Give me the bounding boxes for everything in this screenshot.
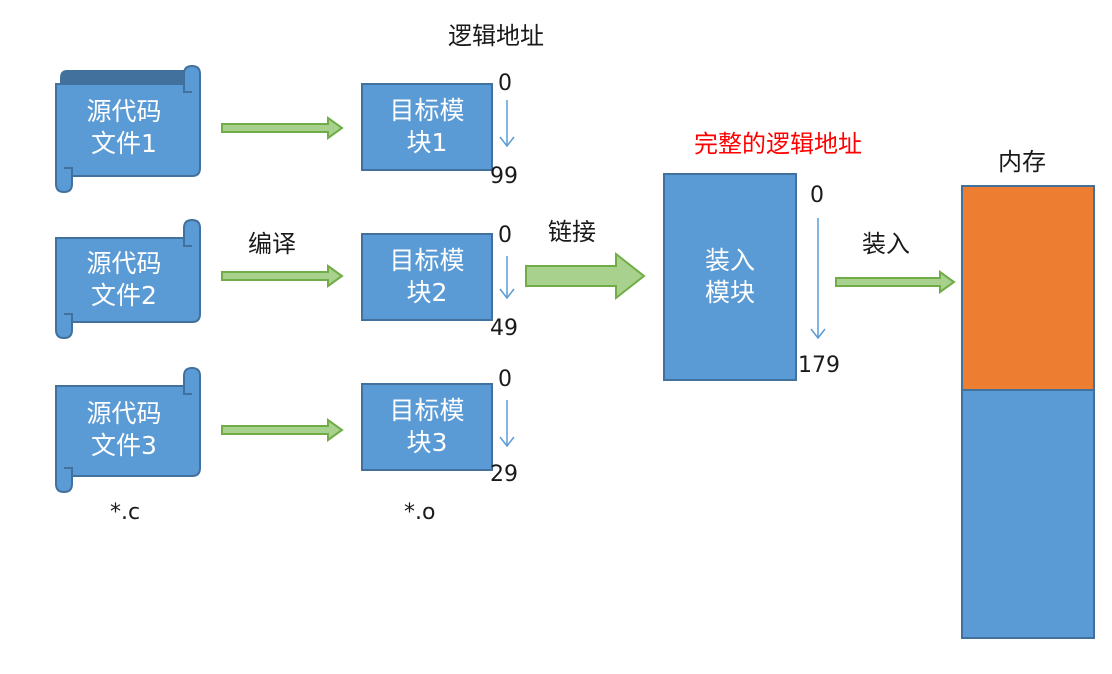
link-label: 链接 — [548, 218, 596, 246]
compile-arrow-2 — [221, 264, 344, 288]
object-module-3-line1: 目标模 — [389, 396, 465, 425]
source-file-1-label: 源代码 文件1 — [64, 86, 184, 170]
load-arrow — [835, 270, 956, 294]
source-file-2-scroll — [55, 218, 201, 340]
address-arrow-1 — [499, 100, 515, 148]
object-module-1-line1: 目标模 — [389, 96, 465, 125]
full-logical-address-title: 完整的逻辑地址 — [694, 130, 862, 158]
memory-title: 内存 — [998, 148, 1046, 176]
source-file-3-line2: 文件3 — [91, 431, 157, 460]
source-file-1-line2: 文件1 — [91, 129, 157, 158]
object-module-1-start: 0 — [498, 71, 512, 96]
object-module-2-line1: 目标模 — [389, 246, 465, 275]
object-module-1-label: 目标模 块1 — [362, 84, 492, 170]
object-module-3-start: 0 — [498, 367, 512, 392]
object-module-1-line2: 块1 — [406, 128, 448, 157]
object-module-2-end: 49 — [490, 316, 518, 341]
source-file-1-scroll — [55, 64, 201, 194]
object-module-2-start: 0 — [498, 223, 512, 248]
source-file-2-line1: 源代码 — [86, 249, 162, 278]
load-module-box — [663, 173, 797, 381]
object-module-3-box — [361, 383, 493, 471]
compile-arrow-3 — [221, 418, 344, 442]
source-file-2-line2: 文件2 — [91, 281, 157, 310]
object-module-1-end: 99 — [490, 164, 518, 189]
object-module-2-box — [361, 233, 493, 321]
memory-used-region — [961, 185, 1095, 391]
object-module-2-label: 目标模 块2 — [362, 234, 492, 320]
load-module-line2: 模块 — [704, 278, 755, 307]
object-module-2-line2: 块2 — [406, 278, 448, 307]
memory-free-region — [961, 389, 1095, 639]
logical-address-title: 逻辑地址 — [448, 22, 544, 50]
source-file-3-line1: 源代码 — [86, 399, 162, 428]
load-module-line1: 装入 — [704, 246, 755, 275]
compile-label: 编译 — [248, 230, 296, 258]
object-module-3-end: 29 — [490, 462, 518, 487]
object-extension-label: *.o — [404, 500, 436, 525]
load-module-label: 装入 模块 — [664, 174, 796, 380]
source-file-3-scroll — [55, 366, 201, 494]
load-address-arrow — [810, 218, 826, 340]
source-file-3-label: 源代码 文件3 — [64, 388, 184, 472]
object-module-3-label: 目标模 块3 — [362, 384, 492, 470]
source-extension-label: *.c — [110, 500, 141, 525]
load-module-end: 179 — [798, 353, 840, 378]
address-arrow-3 — [499, 400, 515, 448]
load-label: 装入 — [862, 230, 910, 258]
link-arrow — [525, 251, 646, 301]
object-module-3-line2: 块3 — [406, 428, 448, 457]
source-file-2-label: 源代码 文件2 — [64, 238, 184, 322]
address-arrow-2 — [499, 256, 515, 300]
source-file-1-line1: 源代码 — [86, 97, 162, 126]
compile-arrow-1 — [221, 116, 344, 140]
object-module-1-box — [361, 83, 493, 171]
load-module-start: 0 — [810, 183, 824, 208]
